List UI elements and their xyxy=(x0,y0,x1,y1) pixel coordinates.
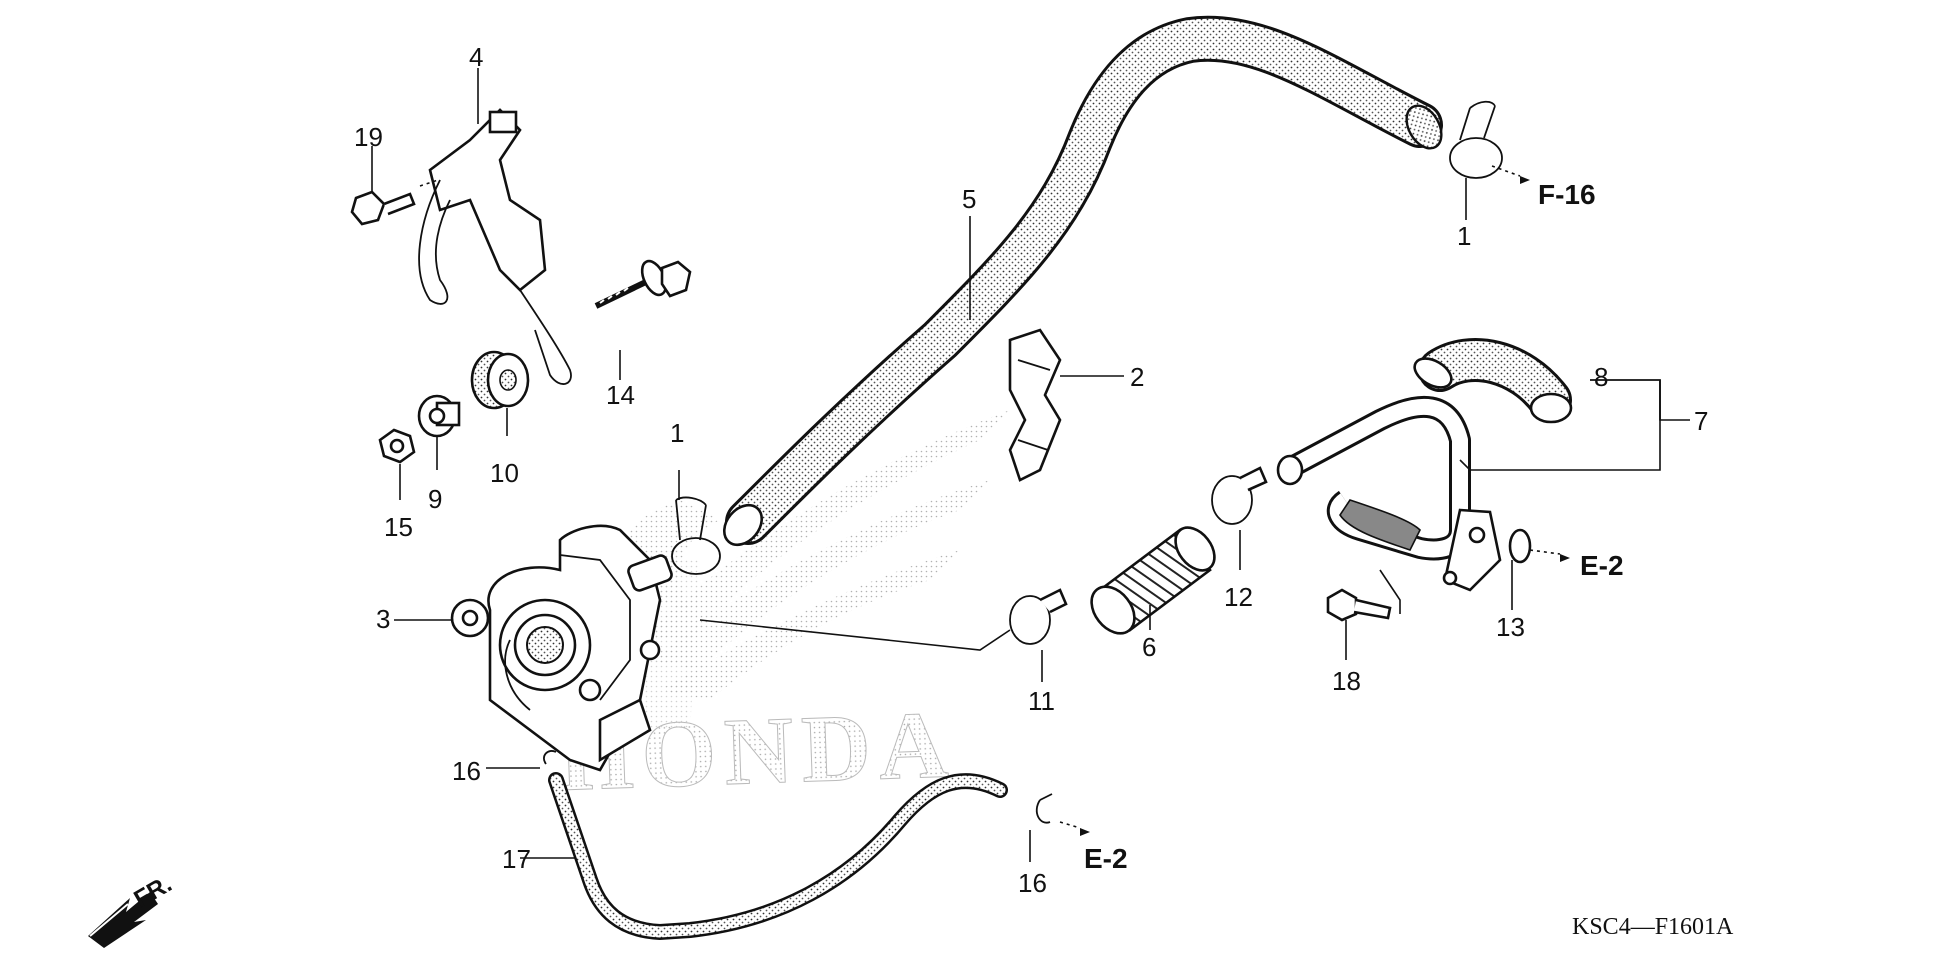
part-12-clip xyxy=(1211,466,1268,525)
part-17-drain-tube xyxy=(548,772,1008,941)
callout-8: 8 xyxy=(1594,362,1608,392)
callout-6: 6 xyxy=(1142,632,1156,662)
callout-1-upper: 1 xyxy=(1457,221,1471,251)
diagram-code: KSC4—F1601A xyxy=(1572,914,1734,940)
part-9-collar xyxy=(417,394,461,438)
part-15-nut xyxy=(378,428,416,464)
reference-e2-pipe: E-2 xyxy=(1580,550,1624,581)
callout-16-right: 16 xyxy=(1018,868,1047,898)
reference-e2-tube: E-2 xyxy=(1084,843,1128,874)
callout-7: 7 xyxy=(1694,406,1708,436)
callout-14: 14 xyxy=(606,380,635,410)
reference-f16: F-16 xyxy=(1538,179,1596,210)
callout-15: 15 xyxy=(384,512,413,542)
callout-1-lower: 1 xyxy=(670,418,684,448)
callout-11: 11 xyxy=(1028,686,1055,716)
part-6-hose xyxy=(1090,526,1216,635)
part-19-bolt xyxy=(350,179,439,226)
part-13-washer xyxy=(1508,528,1532,564)
part-16-clip-right xyxy=(1035,793,1053,824)
callout-18: 18 xyxy=(1332,666,1361,696)
callout-19: 19 xyxy=(354,122,383,152)
part-2-clamp xyxy=(1008,328,1062,482)
callout-5: 5 xyxy=(962,184,976,214)
leader-lines xyxy=(371,68,1690,862)
part-8-elbow-hose xyxy=(1413,338,1573,424)
part-11-clip xyxy=(1009,588,1068,645)
callout-16-left: 16 xyxy=(452,756,481,786)
part-10-grommet xyxy=(470,350,530,410)
part-1-clip-upper xyxy=(1449,100,1503,179)
callout-10: 10 xyxy=(490,458,519,488)
part-14-long-bolt xyxy=(594,259,692,309)
part-4-bracket xyxy=(418,108,572,385)
reference-arrows xyxy=(1080,176,1570,836)
part-16-clip-left xyxy=(543,750,557,765)
callout-9: 9 xyxy=(428,484,442,514)
callout-13: 13 xyxy=(1496,612,1525,642)
part-7-pipe xyxy=(1276,396,1502,592)
callout-17: 17 xyxy=(502,844,531,874)
callout-12: 12 xyxy=(1224,582,1253,612)
part-5-hose xyxy=(722,15,1443,547)
part-18-bolt xyxy=(1326,588,1392,622)
callout-3: 3 xyxy=(376,604,390,634)
callout-4: 4 xyxy=(469,42,483,72)
front-direction-arrow-icon xyxy=(88,892,158,948)
part-3-valve-assembly xyxy=(450,524,673,772)
part-1-clip-lower xyxy=(671,496,721,575)
callout-2: 2 xyxy=(1130,362,1144,392)
